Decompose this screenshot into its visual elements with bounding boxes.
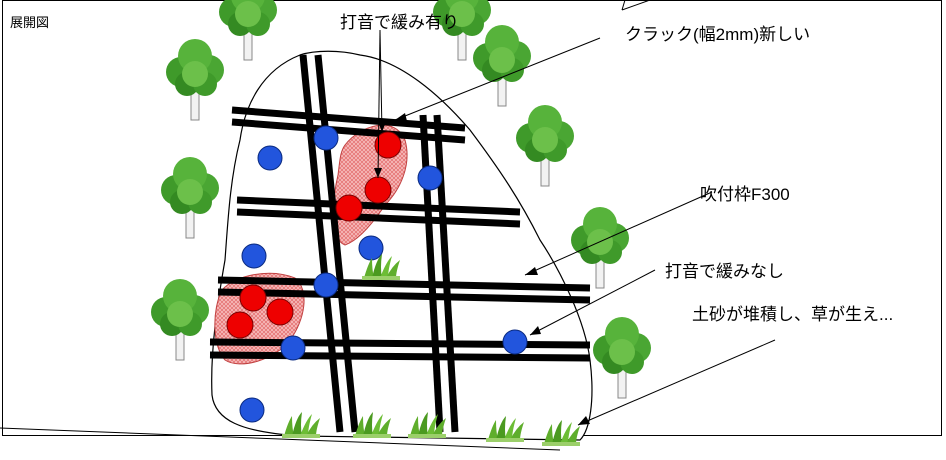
label-tapping-loose: 打音で緩み有り [340,13,459,32]
loose-markers [226,131,402,339]
tree-icon [160,156,220,239]
label-frame-spec: 吹付枠F300 [700,185,790,204]
tree-icon [515,104,575,187]
tree-icon [592,316,652,399]
leader-lines [0,0,776,451]
sound-markers [239,125,528,423]
label-tapping-ok: 打音で緩みなし [665,262,784,281]
tree-icon [570,206,630,289]
frame-beams [209,54,591,433]
label-crack: クラック(幅2mm)新しい [625,25,811,44]
diagram-title: 展開図 [10,15,50,30]
label-soil: 土砂が堆積し、草が生え... [692,305,894,324]
arrowheads [374,113,590,425]
tree-icon [150,278,210,361]
tree-icon [165,38,225,121]
tree-icon [218,0,278,61]
tree-icon [472,24,532,107]
